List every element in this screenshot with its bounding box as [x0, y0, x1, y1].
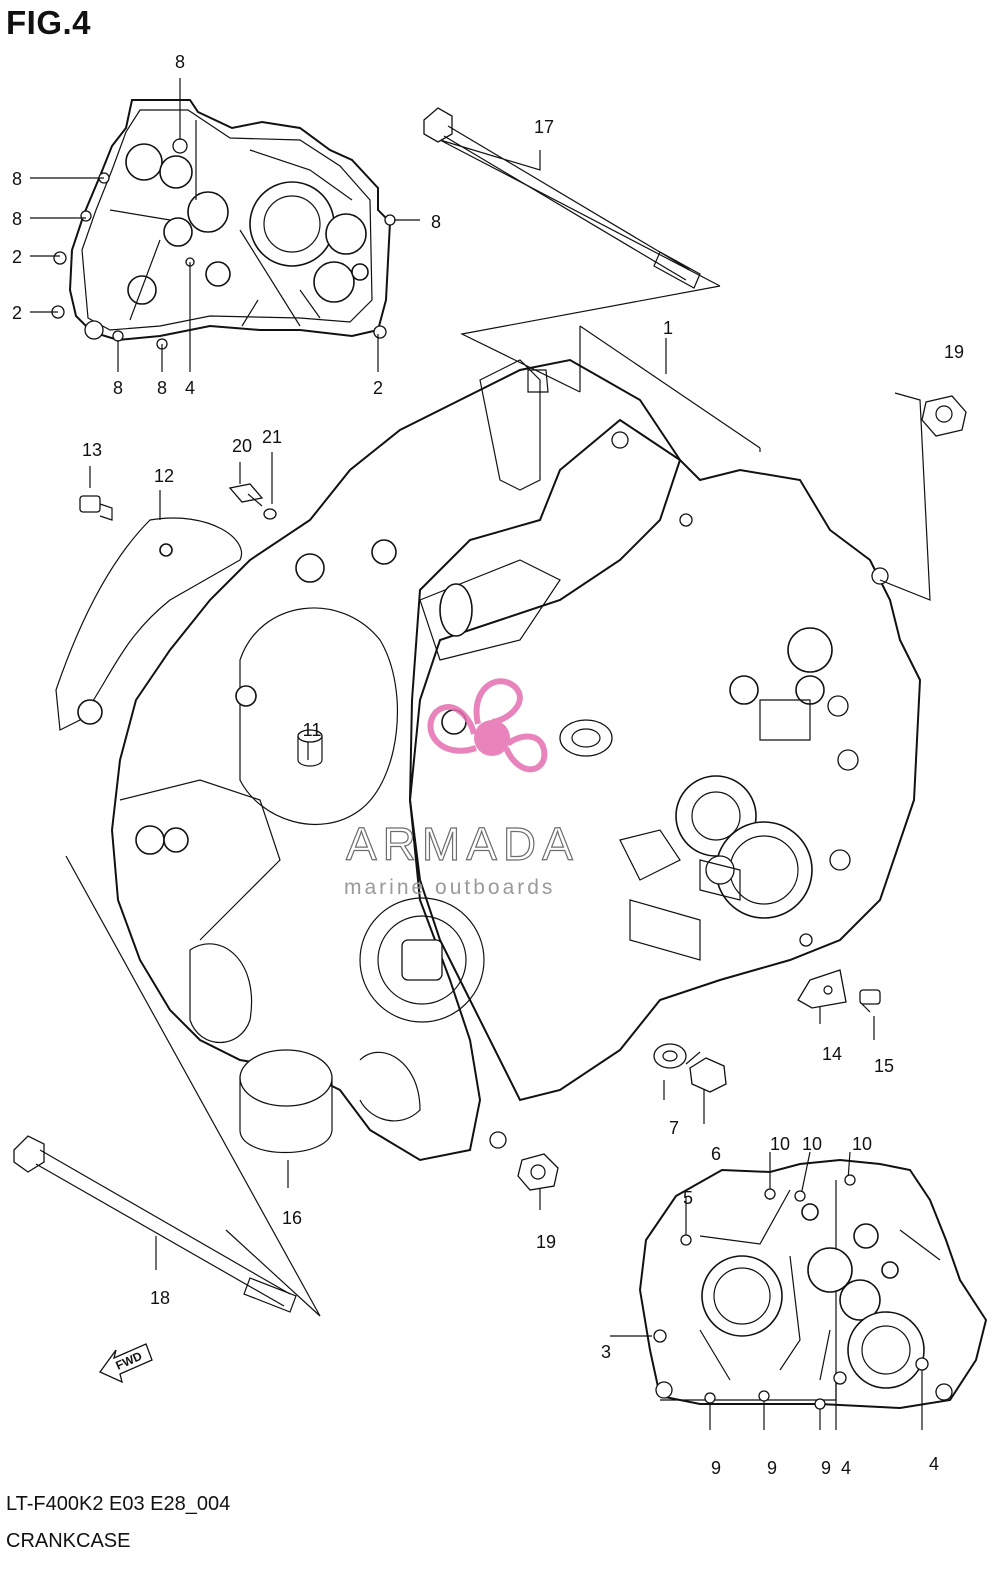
nut-19-bottom [517, 1153, 559, 1191]
callout-8: 8 [157, 378, 167, 398]
callout-1: 1 [663, 318, 673, 338]
figure-title: FIG.4 [6, 4, 92, 41]
bolt-18 [13, 1135, 297, 1313]
figure-name: CRANKCASE [6, 1530, 131, 1552]
washer-21 [263, 508, 277, 520]
callout-20: 20 [232, 436, 252, 456]
callout-16: 16 [282, 1208, 302, 1228]
bolt-17 [423, 107, 701, 289]
watermark-brand: ARMADA [346, 818, 579, 870]
nut-19-top [921, 395, 967, 437]
callout-4: 4 [929, 1454, 939, 1474]
callout-9: 9 [821, 1458, 831, 1478]
callout-18: 18 [150, 1288, 170, 1308]
armada-logo-icon [427, 678, 548, 773]
callout-labels: 8 8 8 8 8 8 2 2 2 4 17 1 19 13 12 20 21 … [12, 52, 964, 1478]
callout-9: 9 [767, 1458, 777, 1478]
callout-6: 6 [711, 1144, 721, 1164]
callout-4: 4 [841, 1458, 851, 1478]
callout-9: 9 [711, 1458, 721, 1478]
plug-16 [239, 1049, 333, 1153]
callout-8: 8 [12, 169, 22, 189]
fitting-20 [228, 483, 264, 507]
armada-watermark: ARMADA marine outboards [344, 678, 579, 899]
plate-14 [797, 969, 847, 1009]
callout-12: 12 [154, 466, 174, 486]
callout-17: 17 [534, 117, 554, 137]
bolt-15 [859, 989, 881, 1013]
callout-4: 4 [185, 378, 195, 398]
callout-13: 13 [82, 440, 102, 460]
fwd-arrow: FWD [99, 1343, 153, 1384]
callout-11: 11 [303, 720, 322, 740]
callout-10: 10 [802, 1134, 822, 1154]
washer-7 [653, 1043, 687, 1069]
watermark-tagline: marine outboards [344, 876, 555, 899]
callout-10: 10 [770, 1134, 790, 1154]
figure-code: LT-F400K2 E03 E28_004 [6, 1493, 231, 1515]
callout-2: 2 [373, 378, 383, 398]
callout-8: 8 [113, 378, 123, 398]
callout-10: 10 [852, 1134, 872, 1154]
drain-plug-6 [685, 1051, 727, 1093]
callout-8: 8 [431, 212, 441, 232]
left-crankcase-half-inset [51, 99, 396, 350]
bolt-13 [79, 495, 113, 521]
callout-19: 19 [536, 1232, 556, 1252]
leader-lines [30, 78, 931, 1430]
callout-7: 7 [669, 1118, 679, 1138]
callout-2: 2 [12, 247, 22, 267]
callout-8: 8 [175, 52, 185, 72]
callout-14: 14 [822, 1044, 842, 1064]
gasket-12 [55, 517, 243, 731]
callout-3: 3 [601, 1342, 611, 1362]
right-crankcase-half-inset [638, 1158, 988, 1410]
crankcase-assembly [110, 358, 922, 1162]
callout-19: 19 [944, 342, 964, 362]
callout-5: 5 [683, 1188, 693, 1208]
callout-15: 15 [874, 1056, 894, 1076]
callout-2: 2 [12, 303, 22, 323]
callout-8: 8 [12, 209, 22, 229]
callout-21: 21 [262, 427, 282, 447]
